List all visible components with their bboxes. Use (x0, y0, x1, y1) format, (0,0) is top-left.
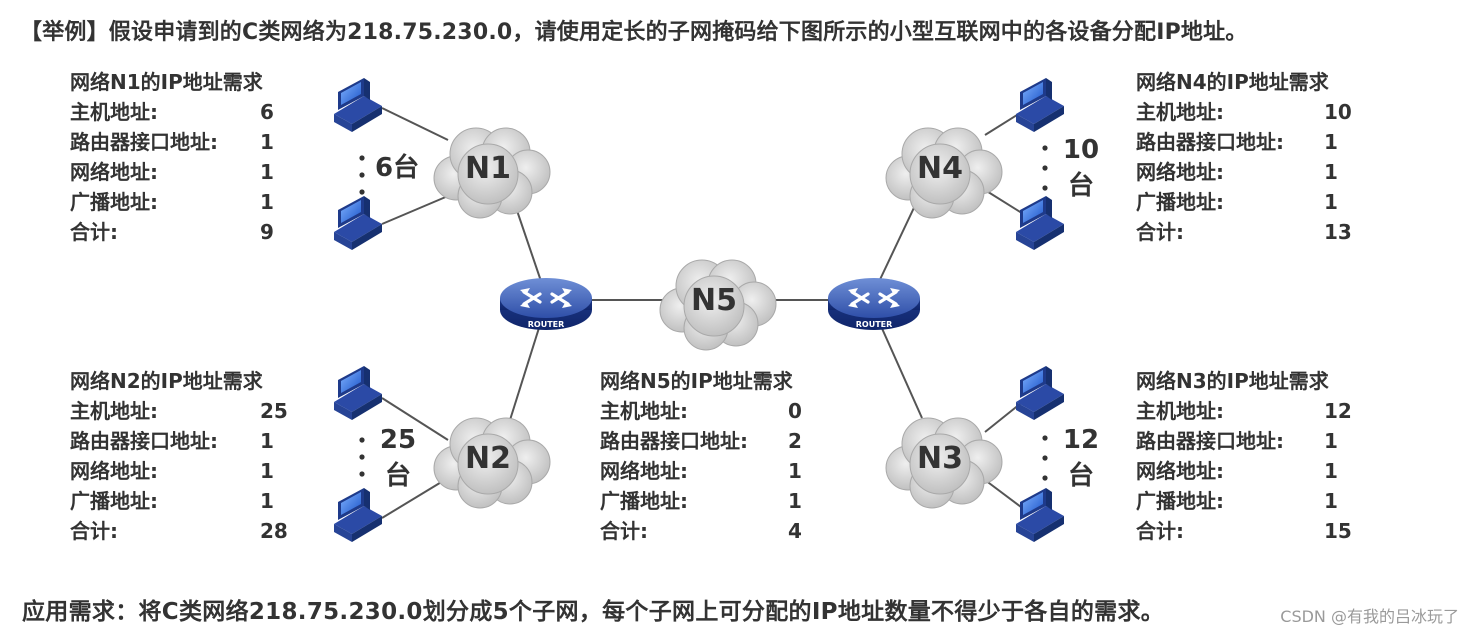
requirement-label: 广播地址: (600, 489, 688, 513)
requirements-n5: 网络N5的IP地址需求 主机地址: 0 路由器接口地址: 2 网络地址: 1 广播地址… (600, 366, 830, 546)
requirement-label: 路由器接口地址: (1136, 429, 1284, 453)
computer-icon (1016, 488, 1064, 542)
computer-icon (334, 488, 382, 542)
requirements-title: 网络N4的IP地址需求 (1136, 70, 1329, 94)
network-label-n3: N3 (917, 441, 963, 476)
requirement-value: 28 (260, 519, 288, 543)
host-count-n4-number: 10 (1063, 135, 1099, 165)
requirement-value: 6 (260, 100, 274, 124)
requirement-label: 合计: (1136, 220, 1184, 244)
requirement-value: 1 (260, 459, 274, 483)
requirement-value: 25 (260, 399, 288, 423)
host-count-n4-unit: 台 (1068, 170, 1094, 201)
requirement-label: 路由器接口地址: (600, 429, 748, 453)
requirement-label: 广播地址: (70, 190, 158, 214)
computer-icon (1016, 78, 1064, 132)
computer-icon (334, 78, 382, 132)
requirement-label: 网络地址: (70, 459, 158, 483)
computer-icon (334, 196, 382, 250)
requirement-value: 1 (260, 429, 274, 453)
requirement-label: 合计: (600, 519, 648, 543)
requirement-label: 广播地址: (1136, 190, 1224, 214)
router-right-label: ROUTER (856, 320, 893, 329)
requirement-label: 网络地址: (70, 160, 158, 184)
requirement-value: 1 (260, 489, 274, 513)
host-count-n1: 6台 (375, 152, 419, 183)
requirement-value: 1 (1324, 459, 1338, 483)
requirements-n2: 网络N2的IP地址需求 主机地址: 25 路由器接口地址: 1 网络地址: 1 广播地… (70, 366, 310, 546)
router-left-icon: ROUTER (498, 276, 594, 332)
application-requirement: 应用需求：将C类网络218.75.230.0划分成5个子网，每个子网上可分配的I… (22, 599, 1165, 625)
computer-icon (1016, 196, 1064, 250)
network-label-n4: N4 (917, 151, 963, 186)
requirement-value: 1 (1324, 489, 1338, 513)
requirement-label: 合计: (70, 220, 118, 244)
requirement-value: 1 (260, 160, 274, 184)
requirement-value: 13 (1324, 220, 1352, 244)
requirements-title: 网络N2的IP地址需求 (70, 369, 263, 393)
requirements-title: 网络N1的IP地址需求 (70, 70, 263, 94)
requirement-label: 合计: (1136, 519, 1184, 543)
requirement-label: 主机地址: (600, 399, 688, 423)
requirement-value: 0 (788, 399, 802, 423)
requirement-value: 1 (260, 130, 274, 154)
requirement-value: 9 (260, 220, 274, 244)
requirement-value: 1 (1324, 160, 1338, 184)
requirements-n1: 网络N1的IP地址需求 主机地址: 6 路由器接口地址: 1 网络地址: 1 广播地址… (70, 67, 300, 247)
requirement-label: 路由器接口地址: (70, 429, 218, 453)
requirement-label: 路由器接口地址: (1136, 130, 1284, 154)
source-watermark: CSDN @有我的吕冰玩了 (1280, 607, 1459, 626)
host-count-n3-number: 12 (1063, 425, 1099, 455)
network-label-n2: N2 (465, 441, 511, 476)
requirement-label: 主机地址: (1136, 100, 1224, 124)
example-heading: 【举例】假设申请到的C类网络为218.75.230.0，请使用定长的子网掩码给下… (20, 20, 1248, 45)
requirement-value: 2 (788, 429, 802, 453)
requirement-label: 网络地址: (1136, 459, 1224, 483)
requirement-value: 1 (788, 459, 802, 483)
requirements-title: 网络N3的IP地址需求 (1136, 369, 1329, 393)
requirement-label: 合计: (70, 519, 118, 543)
requirements-title: 网络N5的IP地址需求 (600, 369, 793, 393)
computer-icon (334, 366, 382, 420)
host-count-n2-unit: 台 (385, 460, 411, 491)
requirement-label: 主机地址: (70, 399, 158, 423)
requirement-value: 1 (1324, 190, 1338, 214)
requirement-label: 主机地址: (70, 100, 158, 124)
requirements-n4: 网络N4的IP地址需求 主机地址: 10 路由器接口地址: 1 网络地址: 1 广播地… (1136, 67, 1366, 247)
computer-icon (1016, 366, 1064, 420)
router-right-icon: ROUTER (826, 276, 922, 332)
requirement-label: 广播地址: (70, 489, 158, 513)
requirement-value: 1 (1324, 130, 1338, 154)
requirement-label: 网络地址: (1136, 160, 1224, 184)
requirement-value: 15 (1324, 519, 1352, 543)
requirements-n3: 网络N3的IP地址需求 主机地址: 12 路由器接口地址: 1 网络地址: 1 广播地… (1136, 366, 1366, 546)
requirement-value: 1 (260, 190, 274, 214)
requirement-label: 网络地址: (600, 459, 688, 483)
host-count-n3-unit: 台 (1068, 460, 1094, 491)
network-label-n5: N5 (691, 283, 737, 318)
requirement-label: 广播地址: (1136, 489, 1224, 513)
requirement-value: 4 (788, 519, 802, 543)
ellipsis-dots (359, 145, 1048, 481)
network-label-n1: N1 (465, 151, 511, 186)
router-left-label: ROUTER (528, 320, 565, 329)
requirement-value: 1 (788, 489, 802, 513)
requirement-label: 路由器接口地址: (70, 130, 218, 154)
host-count-n2-number: 25 (380, 425, 416, 455)
requirement-value: 1 (1324, 429, 1338, 453)
requirement-label: 主机地址: (1136, 399, 1224, 423)
requirement-value: 10 (1324, 100, 1352, 124)
requirement-value: 12 (1324, 399, 1352, 423)
